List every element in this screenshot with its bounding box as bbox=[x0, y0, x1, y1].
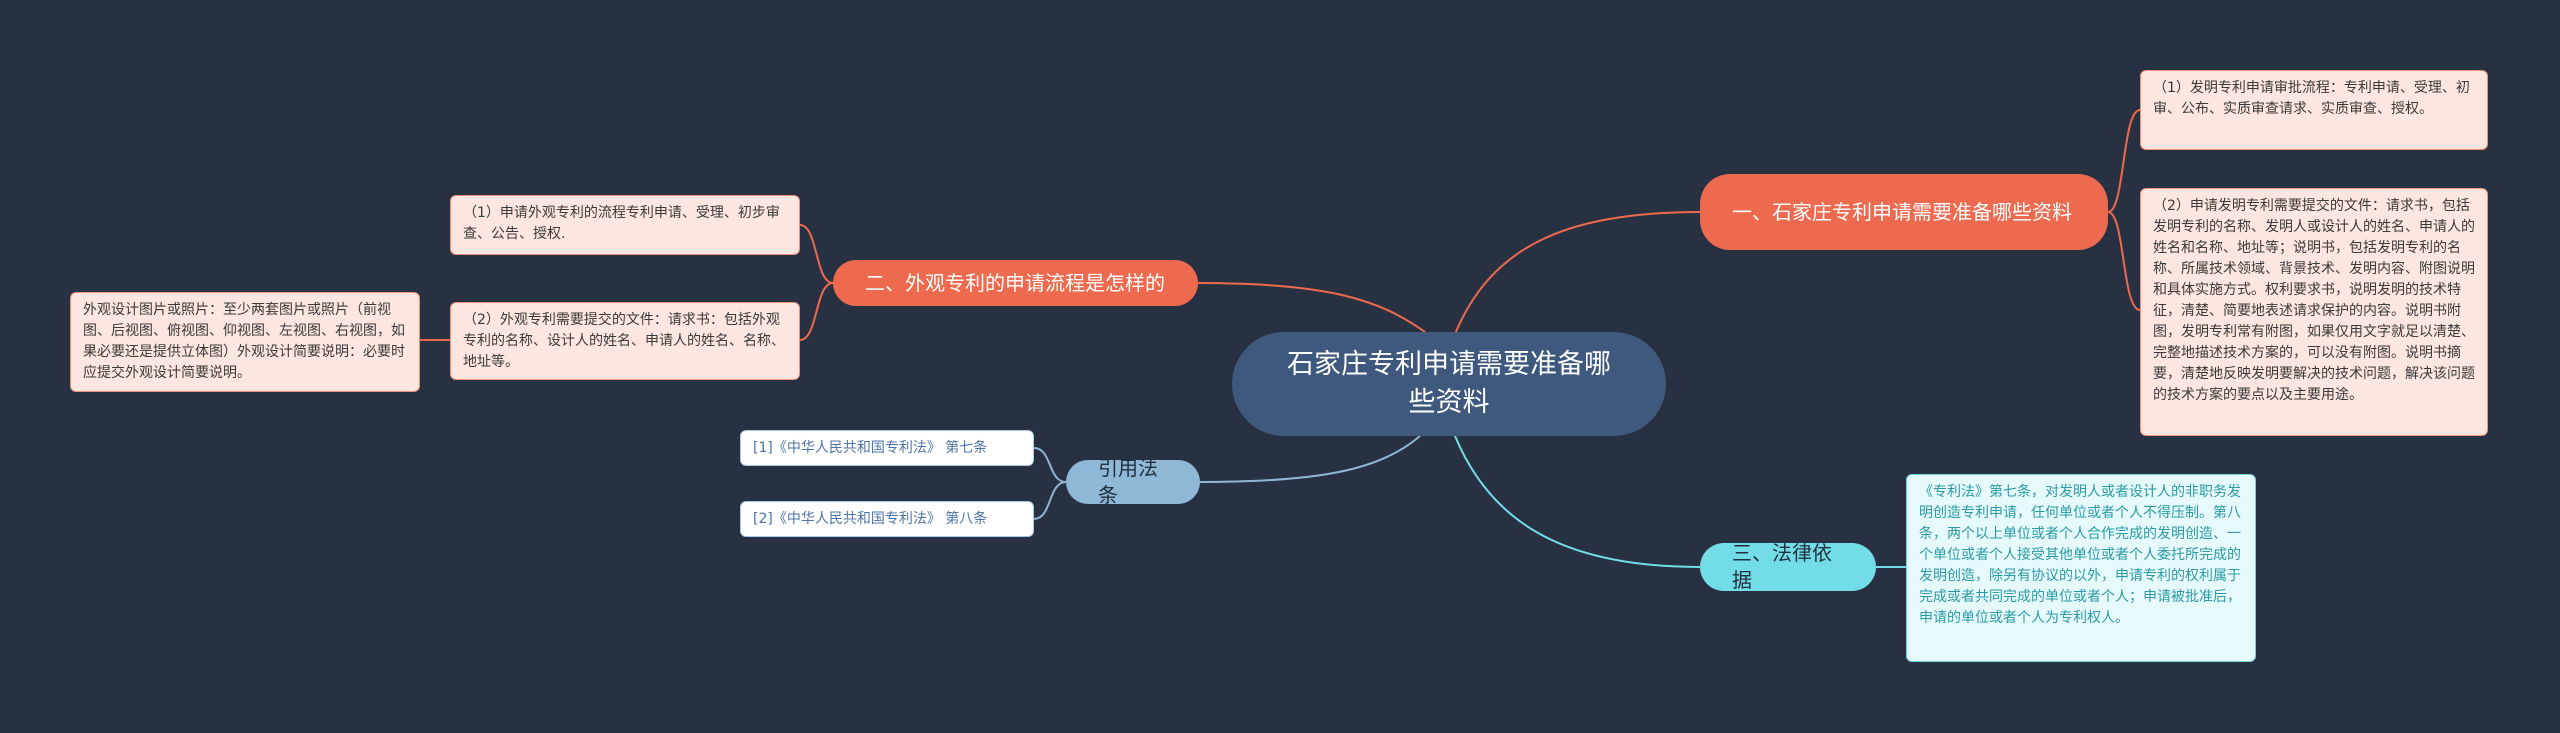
edge-b1-card1 bbox=[2107, 109, 2141, 213]
branch-2-topic[interactable]: 二、外观专利的申请流程是怎样的 bbox=[833, 260, 1198, 306]
edge-b4-ref1 bbox=[1033, 447, 1067, 483]
root-topic[interactable]: 石家庄专利申请需要准备哪些资料 bbox=[1232, 332, 1666, 436]
edge-root-b4 bbox=[1199, 435, 1421, 483]
branch-2-subcard-text: 外观设计图片或照片：至少两套图片或照片（前视图、后视图、俯视图、仰视图、左视图、… bbox=[83, 302, 405, 381]
branch-4-topic[interactable]: 引用法条 bbox=[1066, 456, 1200, 507]
branch-4-label: 引用法条 bbox=[1098, 456, 1158, 507]
branch-1-card-2-text: （2）申请发明专利需要提交的文件：请求书，包括发明专利的名称、发明人或设计人的姓… bbox=[2153, 198, 2475, 403]
branch-1-card-1-text: （1）发明专利申请审批流程：专利申请、受理、初审、公布、实质审查请求、实质审查、… bbox=[2153, 80, 2470, 117]
branch-1-topic[interactable]: 一、石家庄专利申请需要准备哪些资料 bbox=[1700, 174, 2108, 250]
reference-1[interactable]: [1]《中华人民共和国专利法》 第七条 bbox=[740, 430, 1034, 466]
branch-3-label: 三、法律依据 bbox=[1732, 541, 1832, 592]
branch-2-card-2-text: （2）外观专利需要提交的文件：请求书：包括外观专利的名称、设计人的姓名、申请人的… bbox=[463, 312, 785, 370]
edge-root-b3 bbox=[1454, 435, 1701, 568]
branch-2-card-1[interactable]: （1）申请外观专利的流程专利申请、受理、初步审查、公告、授权. bbox=[450, 195, 800, 255]
edge-b4-ref2 bbox=[1033, 481, 1067, 520]
branch-1-card-1[interactable]: （1）发明专利申请审批流程：专利申请、受理、初审、公布、实质审查请求、实质审查、… bbox=[2140, 70, 2488, 150]
branch-1-card-2[interactable]: （2）申请发明专利需要提交的文件：请求书，包括发明专利的名称、发明人或设计人的姓… bbox=[2140, 188, 2488, 436]
branch-2-subcard[interactable]: 外观设计图片或照片：至少两套图片或照片（前视图、后视图、俯视图、仰视图、左视图、… bbox=[70, 292, 420, 392]
branch-3-card[interactable]: 《专利法》第七条，对发明人或者设计人的非职务发明创造专利申请，任何单位或者个人不… bbox=[1906, 474, 2256, 662]
branch-3-card-text: 《专利法》第七条，对发明人或者设计人的非职务发明创造专利申请，任何单位或者个人不… bbox=[1919, 484, 2241, 626]
reference-2[interactable]: [2]《中华人民共和国专利法》 第八条 bbox=[740, 501, 1034, 537]
branch-3-topic[interactable]: 三、法律依据 bbox=[1700, 541, 1876, 592]
reference-2-text: [2]《中华人民共和国专利法》 第八条 bbox=[753, 510, 988, 527]
edge-root-b2 bbox=[1197, 282, 1426, 333]
root-title: 石家庄专利申请需要准备哪些资料 bbox=[1287, 349, 1611, 418]
reference-1-text: [1]《中华人民共和国专利法》 第七条 bbox=[753, 439, 988, 456]
edge-b1-card2 bbox=[2107, 211, 2141, 311]
edge-b2-card1 bbox=[799, 224, 834, 284]
branch-2-label: 二、外观专利的申请流程是怎样的 bbox=[865, 270, 1165, 295]
branch-2-card-1-text: （1）申请外观专利的流程专利申请、受理、初步审查、公告、授权. bbox=[463, 205, 780, 242]
branch-2-card-2[interactable]: （2）外观专利需要提交的文件：请求书：包括外观专利的名称、设计人的姓名、申请人的… bbox=[450, 302, 800, 380]
branch-1-label: 一、石家庄专利申请需要准备哪些资料 bbox=[1732, 199, 2072, 224]
edge-b2-card2 bbox=[799, 282, 834, 341]
edge-root-b1 bbox=[1454, 211, 1701, 335]
